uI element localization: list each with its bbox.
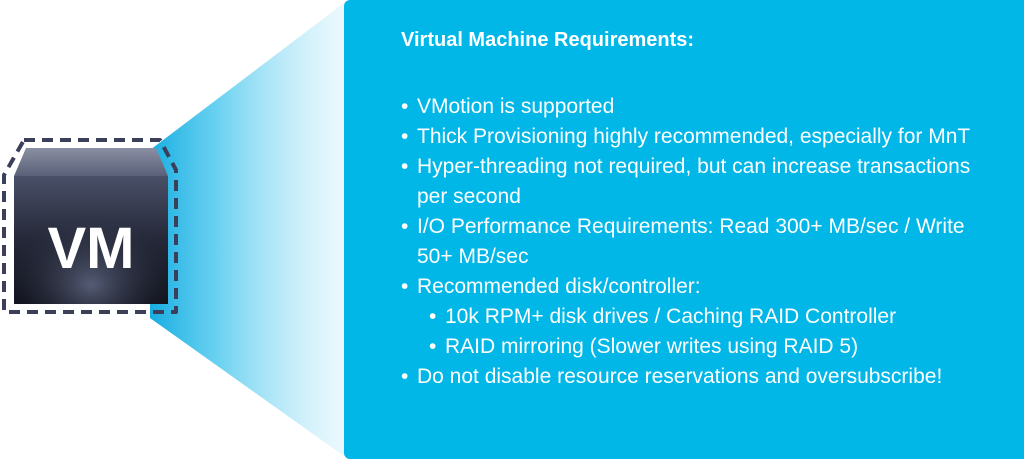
- sub-list-item: 10k RPM+ disk drives / Caching RAID Cont…: [429, 302, 994, 332]
- list-item: VMotion is supported: [401, 92, 994, 122]
- list-item: Thick Provisioning highly recommended, e…: [401, 122, 994, 152]
- vm-label: VM: [48, 216, 135, 281]
- panel-title: Virtual Machine Requirements:: [401, 29, 695, 51]
- list-item-text: VMotion is supported: [417, 95, 615, 118]
- sub-list-item-text: RAID mirroring (Slower writes using RAID…: [445, 335, 859, 358]
- list-item: Do not disable resource reservations and…: [401, 362, 994, 392]
- sub-list-item: RAID mirroring (Slower writes using RAID…: [429, 332, 994, 362]
- list-item-text: Recommended disk/controller:: [417, 275, 701, 298]
- vm-cube-icon: VM: [2, 138, 178, 314]
- list-item: Recommended disk/controller: 10k RPM+ di…: [401, 272, 994, 362]
- requirements-panel: Virtual Machine Requirements: VMotion is…: [344, 0, 1024, 459]
- list-item-text: Hyper-threading not required, but can in…: [417, 155, 971, 208]
- list-item: I/O Performance Requirements: Read 300+ …: [401, 212, 994, 272]
- list-item-text: I/O Performance Requirements: Read 300+ …: [417, 215, 965, 268]
- list-item-text: Thick Provisioning highly recommended, e…: [417, 125, 971, 148]
- sub-list: 10k RPM+ disk drives / Caching RAID Cont…: [417, 302, 994, 362]
- list-item-text: Do not disable resource reservations and…: [417, 365, 943, 388]
- dashed-outline: [2, 138, 178, 314]
- sub-list-item-text: 10k RPM+ disk drives / Caching RAID Cont…: [445, 305, 897, 328]
- list-item: Hyper-threading not required, but can in…: [401, 152, 994, 212]
- requirements-list: VMotion is supported Thick Provisioning …: [401, 92, 994, 392]
